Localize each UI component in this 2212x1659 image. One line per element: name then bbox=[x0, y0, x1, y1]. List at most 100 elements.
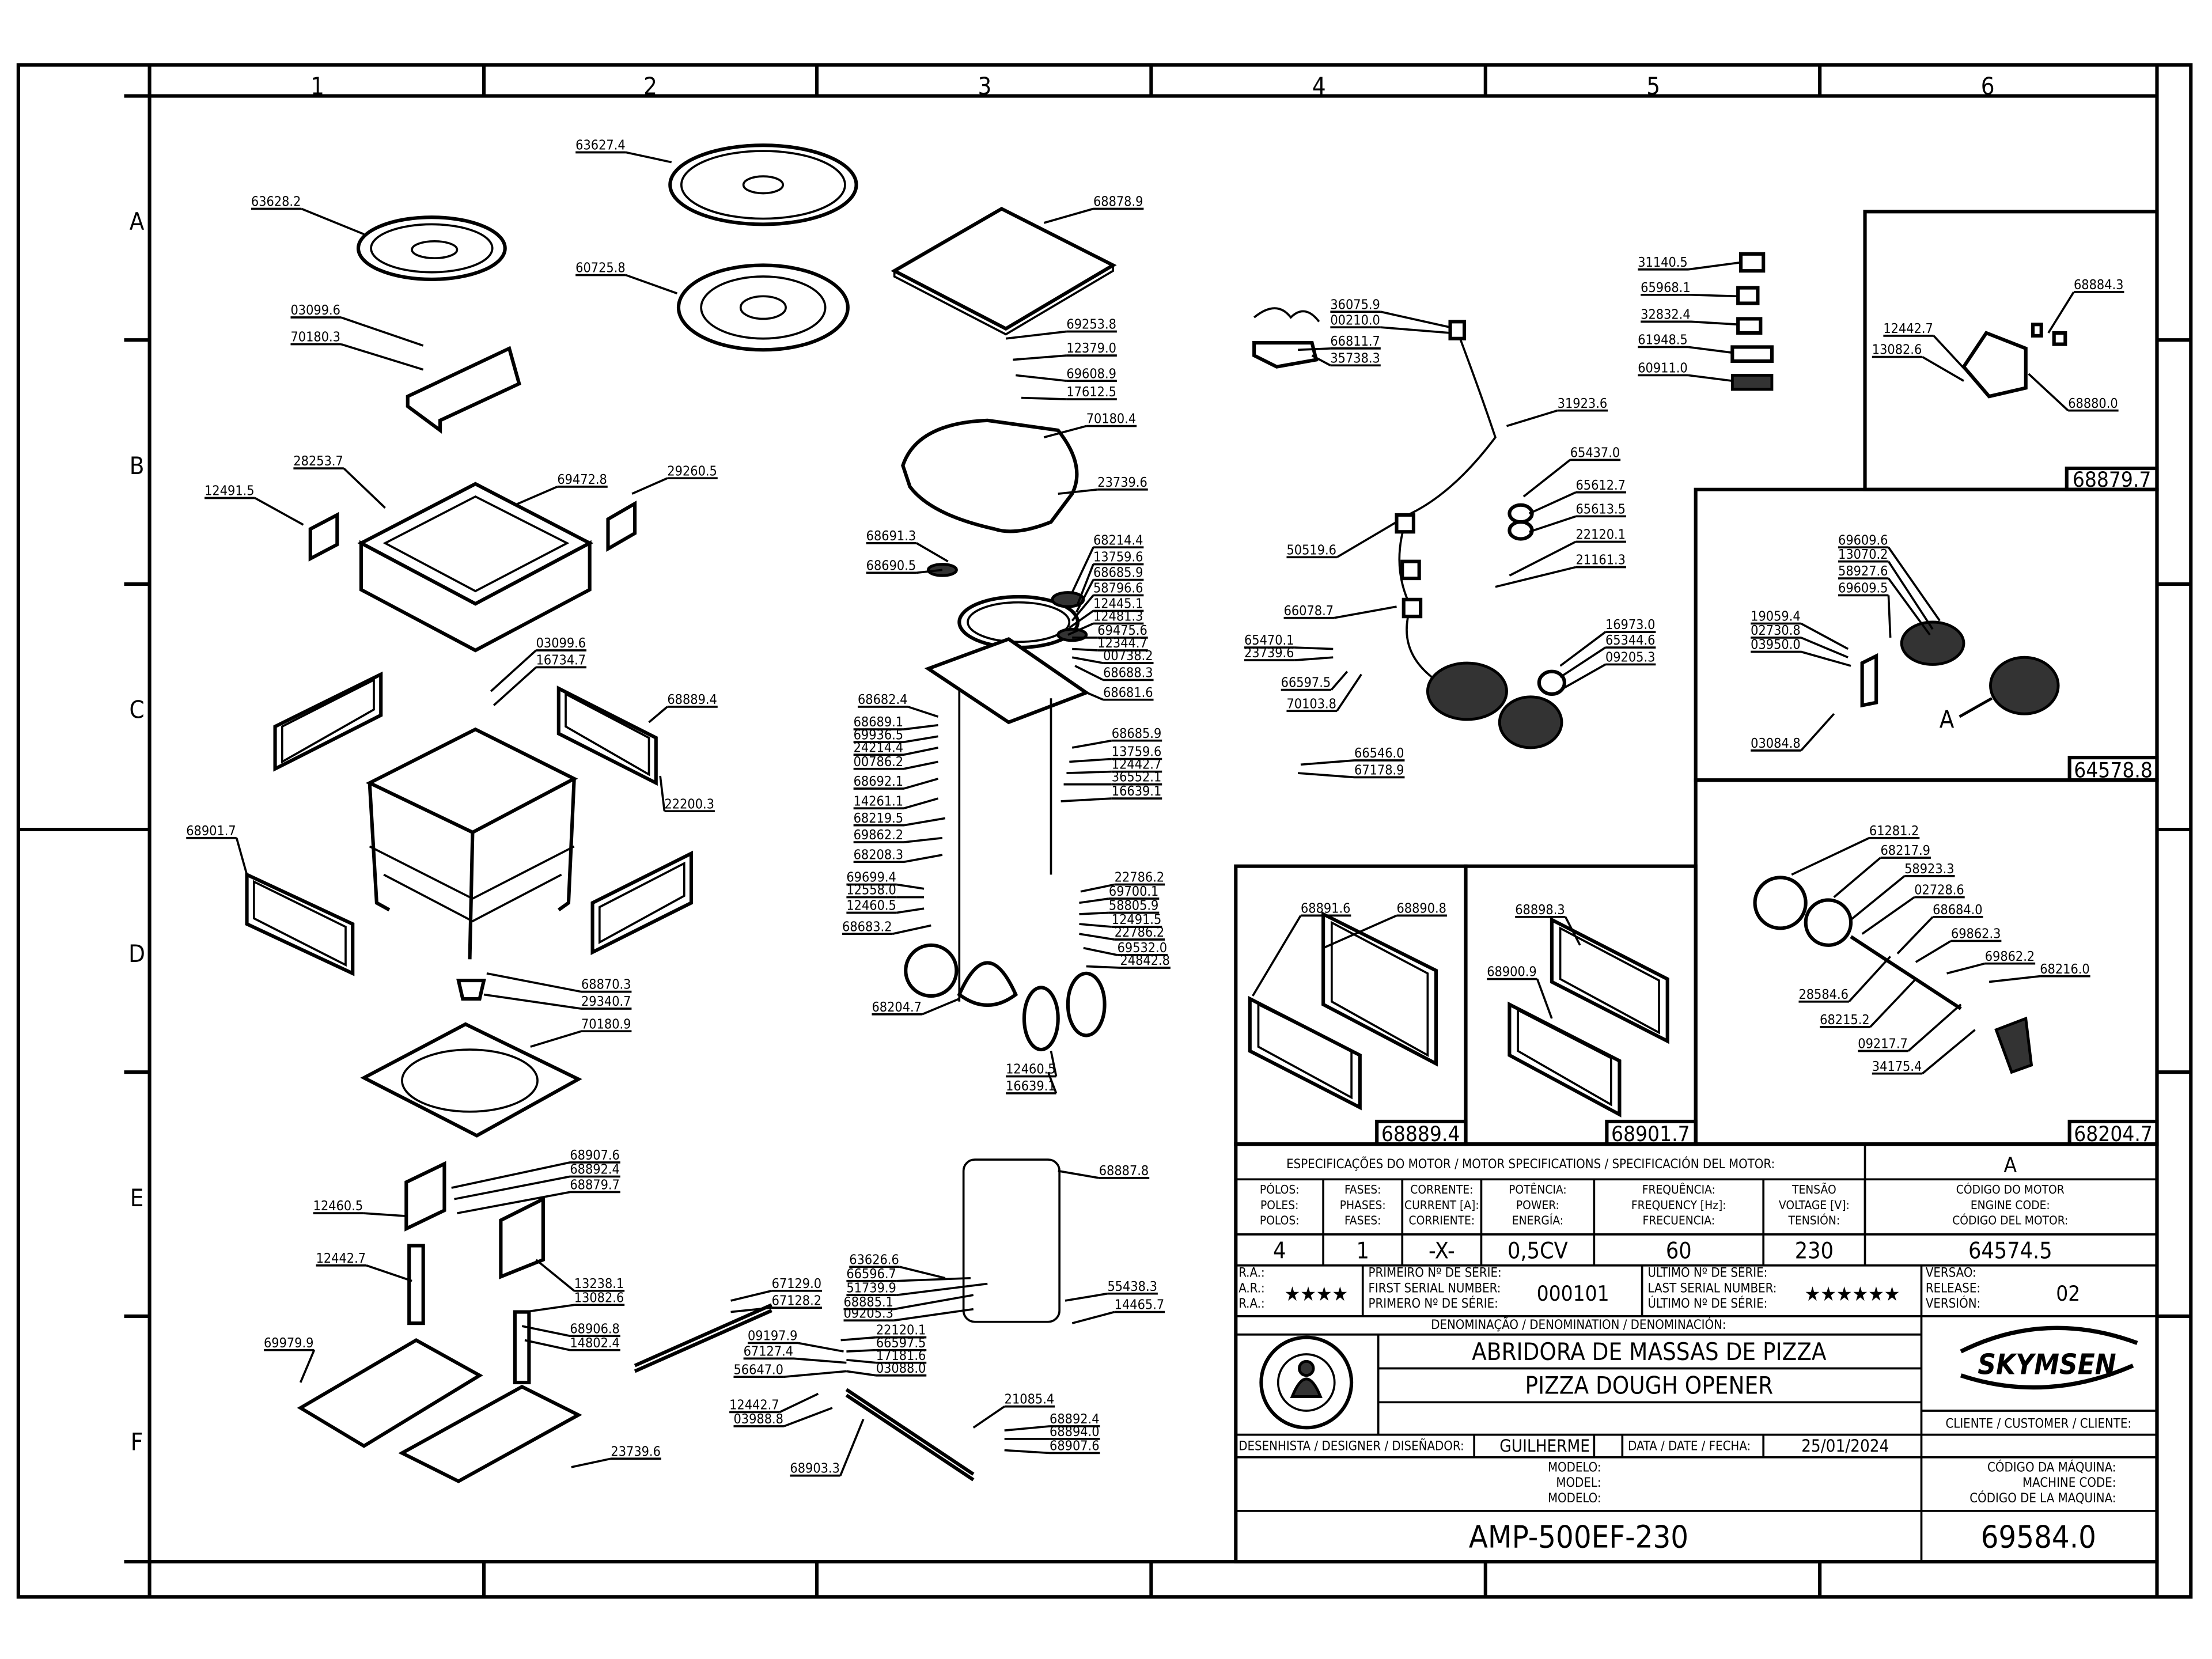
part-number: 68890.8 bbox=[1396, 900, 1446, 916]
part-number: 36075.9 bbox=[1330, 297, 1380, 312]
leader-line bbox=[896, 907, 925, 914]
part-label: 69608.9 bbox=[1016, 366, 1117, 382]
brand-name: SKYMSEN bbox=[1978, 1348, 2116, 1381]
leader-line bbox=[1060, 797, 1112, 802]
part-label: 68690.5 bbox=[866, 558, 943, 574]
leader-line bbox=[1833, 857, 1881, 898]
part-number: 68887.8 bbox=[1099, 1163, 1149, 1179]
first-serial-label-3: PRIMERO Nº DE SÉRIE: bbox=[1369, 1296, 1498, 1311]
part-number: 70103.8 bbox=[1286, 696, 1336, 711]
part-label: 69609.6 bbox=[1838, 532, 1941, 622]
part-label: 12491.5 bbox=[204, 483, 304, 526]
part-label: 65470.1 bbox=[1244, 632, 1334, 650]
version-label-3: VERSIÓN: bbox=[1926, 1296, 1980, 1311]
leader-line bbox=[659, 775, 666, 812]
leader-line bbox=[1887, 547, 1941, 622]
ra-label-2: A.R.: bbox=[1238, 1281, 1264, 1296]
leader-line bbox=[1564, 916, 1581, 946]
part-number: 69609.5 bbox=[1838, 581, 1888, 596]
part-number: 68692.1 bbox=[854, 774, 903, 789]
part-number: 12442.7 bbox=[1112, 757, 1161, 772]
part-number: 13082.6 bbox=[1872, 342, 1922, 358]
part-label: 68215.2 bbox=[1820, 978, 1917, 1028]
part-label: 03099.6 bbox=[290, 302, 424, 347]
part-label: 12460.5 bbox=[1006, 1051, 1058, 1078]
last-serial-value: ★★★★★★ bbox=[1805, 1283, 1900, 1306]
leader-line bbox=[903, 836, 943, 843]
leader-line bbox=[1058, 1169, 1100, 1179]
leader-line bbox=[1079, 923, 1112, 928]
part-label: 23739.6 bbox=[571, 1444, 661, 1468]
leader-line bbox=[524, 1339, 570, 1351]
part-number: 63628.2 bbox=[251, 194, 301, 210]
leader-line bbox=[1065, 1292, 1108, 1302]
leader-line bbox=[524, 1304, 574, 1313]
part-number: 66811.7 bbox=[1330, 334, 1380, 349]
part-number: 13238.1 bbox=[574, 1276, 624, 1291]
tray-69979-9 bbox=[297, 1338, 483, 1448]
part-number: 55438.3 bbox=[1107, 1279, 1157, 1294]
leader-line bbox=[1005, 330, 1067, 340]
leader-line bbox=[892, 924, 931, 935]
leader-line bbox=[648, 706, 668, 724]
leader-line bbox=[896, 1282, 988, 1296]
leader-line bbox=[1297, 772, 1355, 779]
part-number: 16734.7 bbox=[536, 652, 586, 668]
leader-line bbox=[1083, 946, 1118, 956]
part-label: 68681.6 bbox=[1083, 685, 1154, 701]
leader-line bbox=[1043, 425, 1087, 438]
grid-column-labels: 1 2 3 4 5 6 bbox=[310, 72, 1994, 100]
part-number: 65613.5 bbox=[1576, 501, 1626, 517]
part-number: 69700.1 bbox=[1109, 884, 1158, 899]
leader-line bbox=[903, 747, 938, 756]
part-label: 21085.4 bbox=[972, 1392, 1055, 1429]
part-label: 68684.0 bbox=[1896, 902, 1983, 955]
leader-line bbox=[1086, 965, 1120, 969]
leader-line bbox=[1071, 594, 1094, 622]
part-number: 03084.8 bbox=[1751, 736, 1800, 751]
part-number: 68898.3 bbox=[1515, 902, 1565, 918]
leader-line bbox=[896, 1277, 971, 1282]
leader-line bbox=[893, 1308, 974, 1322]
part-label: 13238.1 bbox=[535, 1259, 625, 1292]
part-label: 29260.5 bbox=[631, 463, 718, 495]
leader-line bbox=[1336, 521, 1397, 558]
part-number: 24842.8 bbox=[1120, 953, 1169, 968]
part-label: 12558.0 bbox=[846, 882, 925, 899]
motor-spec-header: FASES: bbox=[1344, 1214, 1381, 1228]
part-number: 68216.0 bbox=[2040, 961, 2089, 977]
leader-line bbox=[254, 497, 304, 526]
part-label: 70180.4 bbox=[1043, 411, 1137, 438]
part-label: 69700.1 bbox=[1079, 884, 1160, 904]
leader-line bbox=[1933, 335, 1966, 370]
leader-line bbox=[916, 569, 943, 574]
part-number: 12442.7 bbox=[316, 1251, 366, 1266]
part-number: 17181.6 bbox=[876, 1348, 926, 1363]
motor-spec-header: TENSÃO bbox=[1791, 1181, 1836, 1196]
leader-line bbox=[1323, 914, 1397, 949]
leader-line bbox=[1688, 346, 1733, 354]
leader-line bbox=[1946, 962, 1986, 975]
leader-line bbox=[916, 542, 949, 563]
grid-col-6: 6 bbox=[1981, 72, 1995, 100]
part-label: 09217.7 bbox=[1858, 1003, 1962, 1052]
leader-line bbox=[1988, 975, 2040, 983]
client-label: CLIENTE / CUSTOMER / CLIENTE: bbox=[1945, 1416, 2131, 1431]
ra-label-1: R.A.: bbox=[1238, 1266, 1264, 1280]
part-label: 67178.9 bbox=[1297, 762, 1405, 779]
first-serial-value: 000101 bbox=[1537, 1281, 1609, 1306]
part-number: 70180.9 bbox=[581, 1016, 631, 1032]
part-number: 68685.9 bbox=[1093, 565, 1143, 581]
part-number: 68689.1 bbox=[854, 714, 903, 730]
motor-spec-header: FREQUENCY [Hz]: bbox=[1631, 1198, 1726, 1212]
part-number: 22200.3 bbox=[664, 796, 714, 812]
leader-line bbox=[922, 998, 960, 1016]
part-label: 68692.1 bbox=[853, 774, 939, 790]
part-number: 58923.3 bbox=[1904, 861, 1954, 877]
part-label: 12442.7 bbox=[729, 1392, 819, 1414]
leader-line bbox=[1050, 1051, 1058, 1077]
leader-line bbox=[1021, 396, 1067, 400]
part-number: 03099.6 bbox=[536, 635, 586, 651]
machine-name-en: PIZZA DOUGH OPENER bbox=[1525, 1372, 1774, 1400]
part-label: 12344.7 bbox=[1072, 635, 1148, 652]
